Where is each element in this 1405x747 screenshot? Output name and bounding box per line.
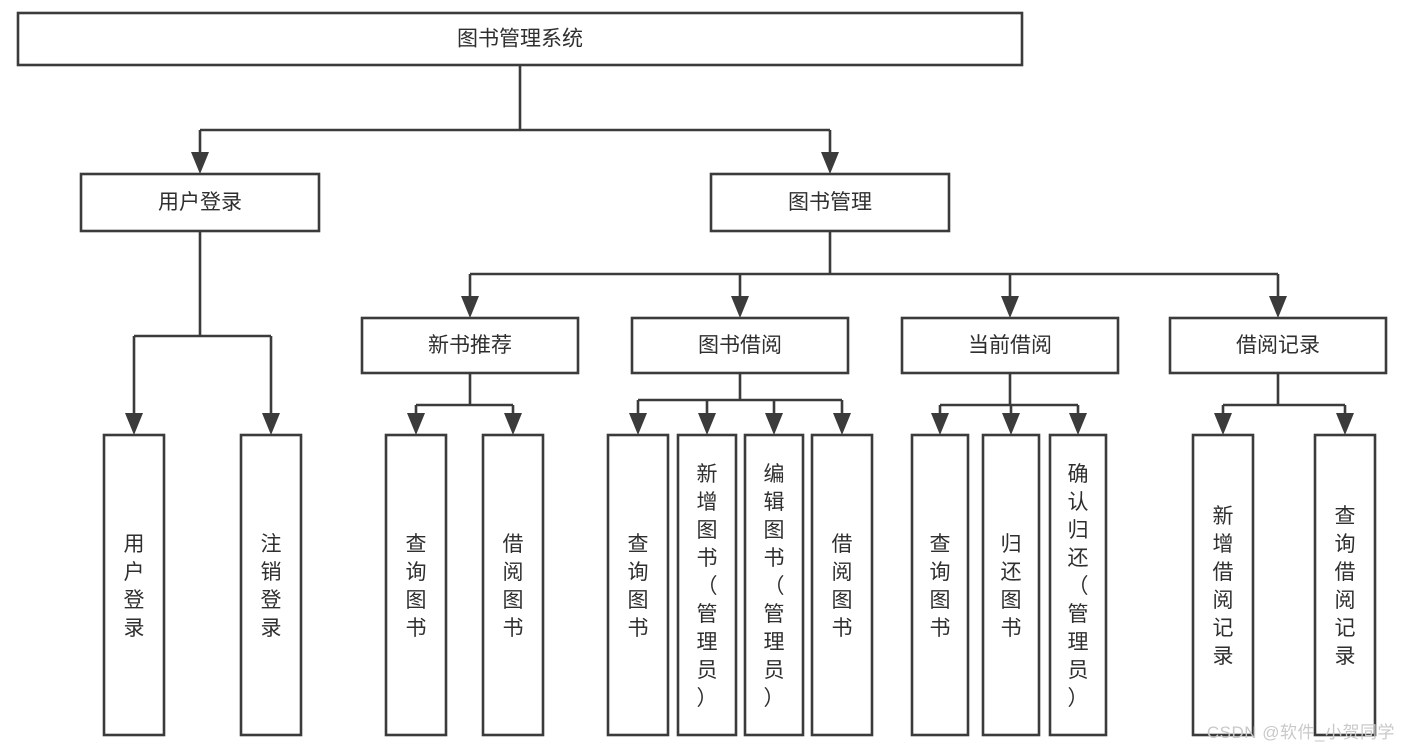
- node-label-leaf-return-book: 归还图书: [1001, 533, 1022, 640]
- node-box-root[interactable]: [16, 11, 1024, 67]
- node-leaf-edit-book-admin[interactable]: 编辑图书（管理员）: [743, 433, 805, 737]
- node-root[interactable]: 图书管理系统: [16, 11, 1024, 67]
- node-label-book-manage: 图书管理: [788, 191, 872, 214]
- node-box-current-borrow[interactable]: [900, 316, 1120, 375]
- node-box-leaf-borrow-book-2[interactable]: [810, 433, 874, 737]
- root-branch-0-arrow: [191, 152, 209, 174]
- user-login-branch-1-arrow: [262, 413, 280, 435]
- node-leaf-borrow-book-1[interactable]: 借阅图书: [481, 433, 545, 737]
- node-book-manage[interactable]: 图书管理: [709, 172, 951, 233]
- node-box-book-borrow[interactable]: [630, 316, 850, 375]
- node-label-leaf-query-borrow-record: 查询借阅记录: [1335, 505, 1356, 668]
- node-box-new-book-recommend[interactable]: [360, 316, 580, 375]
- node-label-book-borrow: 图书借阅: [698, 334, 782, 357]
- current-borrow-branch-0-arrow: [931, 413, 949, 435]
- node-box-leaf-user-login[interactable]: [102, 433, 166, 737]
- borrow-record-branch-0-arrow: [1214, 413, 1232, 435]
- node-box-leaf-return-book[interactable]: [981, 433, 1041, 737]
- node-label-leaf-user-login: 用户登录: [124, 533, 145, 640]
- node-box-leaf-logout-login[interactable]: [239, 433, 303, 737]
- node-box-leaf-borrow-book-1[interactable]: [481, 433, 545, 737]
- book-borrow-branch-3-arrow: [833, 413, 851, 435]
- node-borrow-record[interactable]: 借阅记录: [1168, 316, 1388, 375]
- node-label-leaf-query-book-1: 查询图书: [406, 533, 427, 640]
- root-branch-1-arrow: [821, 152, 839, 174]
- node-leaf-query-book-1[interactable]: 查询图书: [384, 433, 448, 737]
- node-label-leaf-add-borrow-record: 新增借阅记录: [1213, 505, 1234, 668]
- node-box-book-manage[interactable]: [709, 172, 951, 233]
- book-borrow-branch-2-arrow: [765, 413, 783, 435]
- node-label-root: 图书管理系统: [457, 28, 583, 51]
- node-box-leaf-query-book-1[interactable]: [384, 433, 448, 737]
- book-manage-branch-3-arrow: [1269, 296, 1287, 318]
- node-box-leaf-add-borrow-record[interactable]: [1191, 433, 1255, 737]
- node-leaf-return-book[interactable]: 归还图书: [981, 433, 1041, 737]
- node-leaf-borrow-book-2[interactable]: 借阅图书: [810, 433, 874, 737]
- node-label-leaf-confirm-return-admin: 确认归还（管理员）: [1068, 463, 1089, 710]
- node-leaf-query-book-3[interactable]: 查询图书: [910, 433, 970, 737]
- node-box-leaf-edit-book-admin[interactable]: [743, 433, 805, 737]
- node-label-leaf-add-book-admin: 新增图书（管理员）: [697, 463, 718, 710]
- node-label-leaf-query-book-3: 查询图书: [930, 533, 951, 640]
- node-box-leaf-confirm-return-admin[interactable]: [1048, 433, 1108, 737]
- node-label-new-book-recommend: 新书推荐: [428, 334, 512, 357]
- node-leaf-query-book-2[interactable]: 查询图书: [606, 433, 670, 737]
- node-box-leaf-query-book-2[interactable]: [606, 433, 670, 737]
- book-manage-branch-2-arrow: [1001, 296, 1019, 318]
- book-manage-branch-1-arrow: [731, 296, 749, 318]
- node-leaf-confirm-return-admin[interactable]: 确认归还（管理员）: [1048, 433, 1108, 737]
- watermark-text: CSDN @软件_小贺同学: [1206, 723, 1395, 742]
- node-label-user-login: 用户登录: [158, 191, 242, 214]
- node-label-current-borrow: 当前借阅: [968, 334, 1052, 357]
- node-label-borrow-record: 借阅记录: [1236, 334, 1320, 357]
- node-leaf-query-borrow-record[interactable]: 查询借阅记录: [1313, 433, 1377, 737]
- node-box-user-login[interactable]: [79, 172, 321, 233]
- borrow-record-branch-1-arrow: [1336, 413, 1354, 435]
- node-label-leaf-borrow-book-2: 借阅图书: [832, 533, 853, 640]
- node-box-leaf-query-borrow-record[interactable]: [1313, 433, 1377, 737]
- node-leaf-user-login[interactable]: 用户登录: [102, 433, 166, 737]
- node-current-borrow[interactable]: 当前借阅: [900, 316, 1120, 375]
- book-borrow-branch-0-arrow: [629, 413, 647, 435]
- node-user-login[interactable]: 用户登录: [79, 172, 321, 233]
- node-box-leaf-add-book-admin[interactable]: [676, 433, 738, 737]
- node-book-borrow[interactable]: 图书借阅: [630, 316, 850, 375]
- book-borrow-branch-1-arrow: [698, 413, 716, 435]
- current-borrow-branch-1-arrow: [1002, 413, 1020, 435]
- new-book-recommend-branch-1-arrow: [504, 413, 522, 435]
- node-new-book-recommend[interactable]: 新书推荐: [360, 316, 580, 375]
- node-label-leaf-edit-book-admin: 编辑图书（管理员）: [764, 463, 785, 710]
- node-box-borrow-record[interactable]: [1168, 316, 1388, 375]
- node-leaf-add-borrow-record[interactable]: 新增借阅记录: [1191, 433, 1255, 737]
- new-book-recommend-branch-0-arrow: [407, 413, 425, 435]
- user-login-branch-0-arrow: [125, 413, 143, 435]
- node-box-leaf-query-book-3[interactable]: [910, 433, 970, 737]
- current-borrow-branch-2-arrow: [1069, 413, 1087, 435]
- node-label-leaf-logout-login: 注销登录: [261, 533, 282, 640]
- node-leaf-add-book-admin[interactable]: 新增图书（管理员）: [676, 433, 738, 737]
- book-manage-branch-0-arrow: [461, 296, 479, 318]
- node-label-leaf-query-book-2: 查询图书: [628, 533, 649, 640]
- node-label-leaf-borrow-book-1: 借阅图书: [503, 533, 524, 640]
- node-leaf-logout-login[interactable]: 注销登录: [239, 433, 303, 737]
